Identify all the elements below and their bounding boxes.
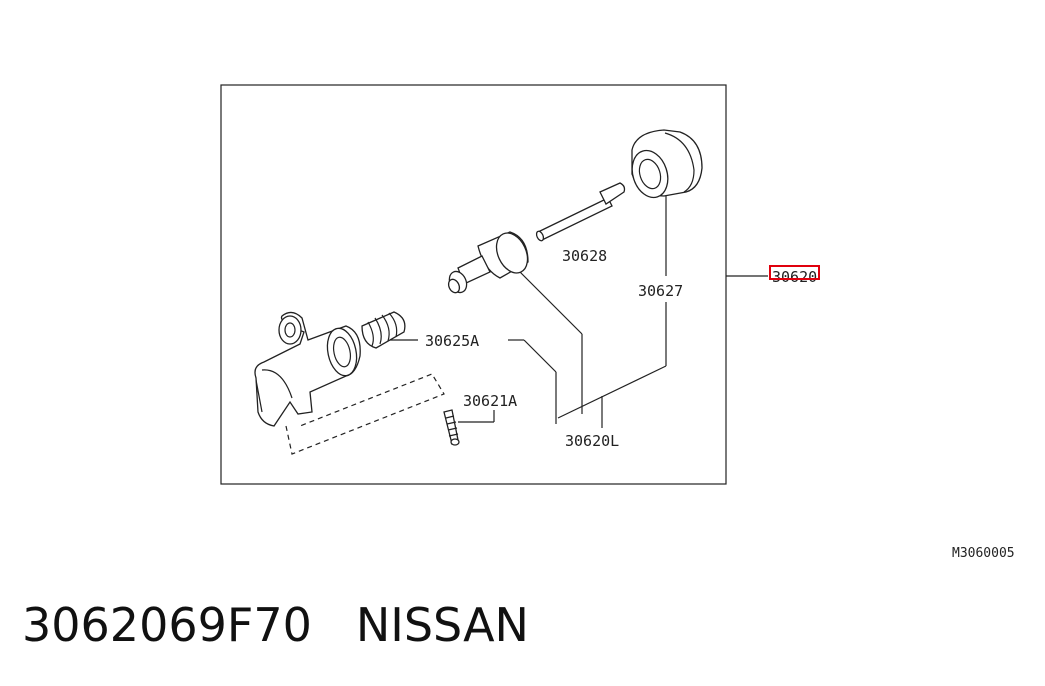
label-30621A[interactable]: 30621A	[463, 392, 517, 410]
label-30628[interactable]: 30628	[562, 247, 607, 265]
push-rod-part-30628[interactable]	[535, 182, 626, 242]
dust-cap-part-30627[interactable]	[626, 129, 703, 202]
diagram-frame	[220, 84, 727, 485]
label-30620L[interactable]: 30620L	[565, 432, 619, 450]
label-30620[interactable]: 30620	[772, 268, 817, 286]
bleeder-screw-part-30621A[interactable]	[443, 409, 460, 446]
footer-title: 3062069F70 NISSAN	[22, 598, 573, 652]
piston-part[interactable]	[446, 228, 533, 295]
leader-lines	[390, 196, 768, 428]
assembly-dashed-line	[285, 373, 445, 455]
part-number: 3062069F70	[22, 598, 312, 652]
brand-name: NISSAN	[355, 598, 529, 652]
cylinder-body-part[interactable]	[254, 311, 361, 427]
boot-part-30625A[interactable]	[361, 311, 406, 349]
diagram-code: M3060005	[952, 546, 1015, 561]
highlight-box	[769, 265, 820, 280]
label-30627[interactable]: 30627	[638, 282, 683, 300]
label-30625A[interactable]: 30625A	[425, 332, 479, 350]
